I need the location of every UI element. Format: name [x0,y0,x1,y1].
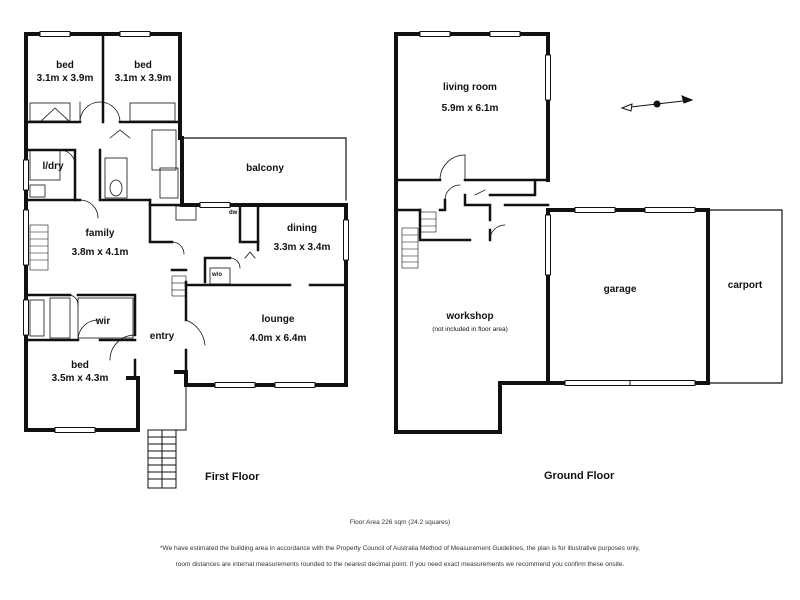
room-size: 4.0m x 6.4m [249,332,307,344]
room-label-entry: entry [142,331,182,344]
ground-floor-stairs [401,211,437,269]
room-name: garage [603,284,637,295]
room-label-family: family 3.8m x 4.1m [60,228,140,259]
walk-in-robe-tag: w/o [212,272,222,278]
room-label-wir: wir [86,316,120,329]
room-size: 3.1m x 3.9m [114,72,172,84]
dishwasher-tag: dw [229,210,238,216]
ground-floor-doors [439,154,506,241]
disclaimer-line-2: room distances are internal measurements… [175,561,625,568]
ground-floor-title: Ground Floor [544,470,615,482]
room-note: (not included in floor area) [432,325,508,333]
north-arrow-icon [620,95,694,112]
room-label-living-room: living room 5.9m x 6.1m [420,82,520,115]
ground-floor-plan [394,31,783,434]
room-name: bed [71,360,89,371]
room-name: dining [287,223,317,234]
floor-area-note: Floor Area 226 sqm (24.2 squares) [349,519,451,526]
room-name: lounge [261,314,295,325]
room-size: 3.1m x 3.9m [36,72,94,84]
room-size: 3.5m x 4.3m [51,372,109,384]
room-label-bed-2: bed 3.1m x 3.9m [108,60,178,85]
first-floor-fixtures [29,102,231,339]
room-label-garage: garage [590,284,650,297]
room-label-balcony: balcony [230,163,300,176]
room-label-lounge: lounge 4.0m x 6.4m [228,314,328,345]
room-name: bed [56,60,74,71]
room-label-laundry: l/dry [38,161,68,174]
entry-steps [137,377,187,489]
disclaimer-line-1: *We have estimated the building area in … [160,545,640,552]
ground-floor-windows [419,31,696,386]
room-label-carport: carport [720,280,770,293]
room-name: bed [134,60,152,71]
room-name: entry [149,331,175,342]
first-floor-stairs [29,224,187,297]
room-name: workshop [446,311,494,322]
first-floor-windows [23,31,349,433]
first-floor-internal-walls [24,32,348,380]
room-size: 5.9m x 6.1m [441,102,499,114]
room-name: living room [443,82,497,93]
room-label-bed-1: bed 3.1m x 3.9m [30,60,100,85]
room-label-bed-3: bed 3.5m x 4.3m [40,360,120,385]
first-floor-plan [23,31,349,489]
room-size: 3.3m x 3.4m [273,241,331,253]
room-name: family [85,228,115,239]
first-floor-title: First Floor [205,471,260,483]
room-name: carport [727,280,763,291]
room-label-dining: dining 3.3m x 3.4m [262,223,342,254]
ground-floor-internal-walls [394,178,550,242]
balcony-outline [181,137,347,201]
room-label-workshop: workshop (not included in floor area) [410,311,530,334]
room-name: balcony [246,163,284,174]
room-name: wir [95,316,111,327]
room-name: l/dry [42,161,64,172]
room-size: 3.8m x 4.1m [71,246,129,258]
carport-outline [707,209,783,384]
